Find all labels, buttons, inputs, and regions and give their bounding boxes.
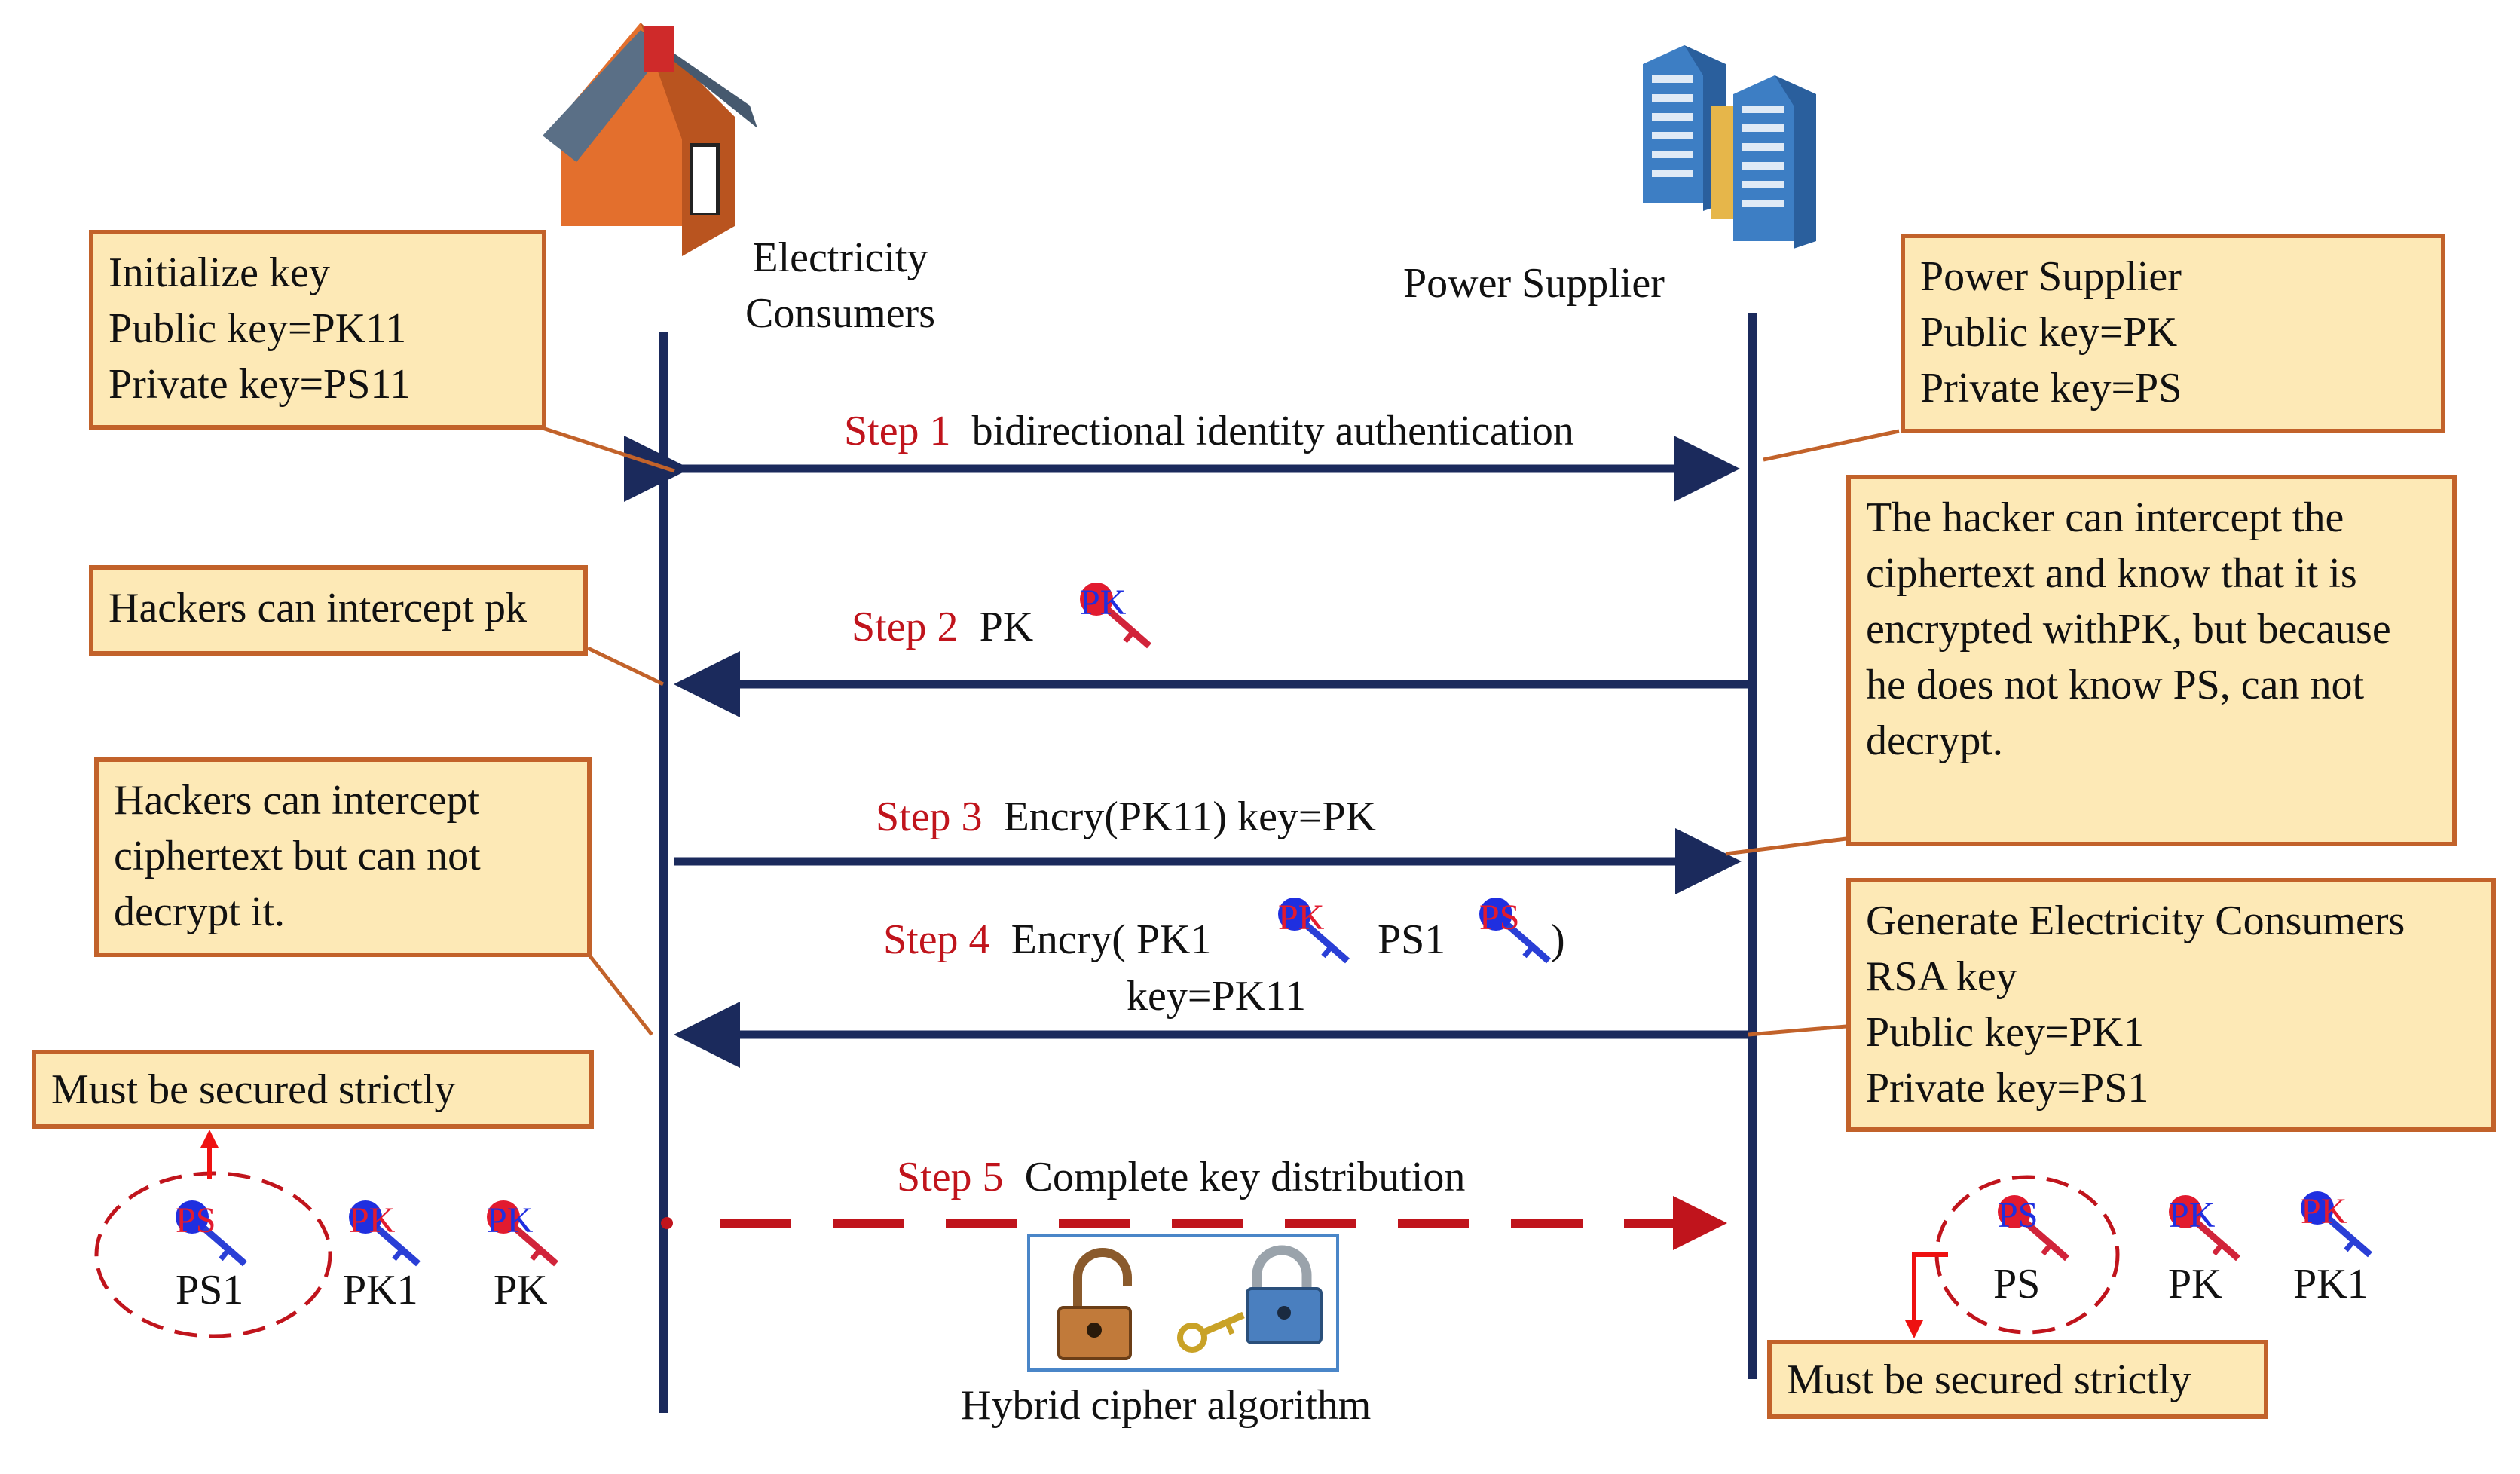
box-line: he does not know PS, can not [1866, 662, 2365, 708]
right-key-icon-2: PK [2169, 1195, 2240, 1261]
box-line: ciphertext and know that it is [1866, 550, 2357, 597]
hybrid-cipher-panel [1027, 1234, 1339, 1372]
hacker-cipher-right-box: The hacker can intercept the ciphertext … [1846, 475, 2457, 846]
box-line: Public key=PK11 [109, 305, 407, 352]
step2-pk-key-icon: PK [1080, 583, 1151, 649]
lock-closed-icon [1246, 1245, 1323, 1344]
supplier-keys-box: Power Supplier Public key=PK Private key… [1901, 234, 2445, 433]
box-line: Private key=PS [1920, 365, 2182, 411]
step4-text-b: PS1 [1378, 916, 1446, 963]
step4-text-a: Encry( PK1 [1011, 916, 1212, 963]
left-key-icon-2: PK [349, 1200, 421, 1267]
leader-lines [542, 426, 1900, 1037]
server-buildings-icon [1643, 45, 1816, 249]
step4-text-c: ) [1551, 916, 1565, 963]
lock-open-icon [1057, 1248, 1132, 1360]
box-line: decrypt it. [114, 888, 286, 935]
left-secured-ellipse [94, 1171, 332, 1338]
step1-text: bidirectional identity authentication [971, 408, 1574, 454]
consumer-label: Electricity Consumers [720, 230, 961, 341]
hacker-pk-box: Hackers can intercept pk [89, 565, 588, 656]
step2-number: Step 2 [852, 604, 959, 650]
key-glyph-text: PK [2169, 1195, 2216, 1235]
step2-label: Step 2 PK [852, 603, 1033, 651]
box-line: Must be secured strictly [51, 1066, 456, 1113]
box-line: Initialize key [109, 249, 330, 296]
left-key-icon-3: PK [487, 1200, 558, 1267]
right-secured-arrow [1905, 1252, 1948, 1338]
box-line: RSA key [1866, 953, 2017, 1000]
consumer-label-line2: Consumers [745, 290, 935, 337]
step4-label: Step 4 Encry( PK1 [883, 916, 1212, 964]
step4-pk1-key-icon: PK [1278, 898, 1350, 964]
box-line: The hacker can intercept the [1866, 494, 2344, 541]
box-line: encrypted withPK, but because [1866, 606, 2391, 653]
right-key-icon-3: PK [2301, 1191, 2372, 1258]
step5-number: Step 5 [897, 1154, 1004, 1200]
key-glyph-text: PK [1278, 898, 1325, 937]
box-line: Hackers can intercept [114, 777, 480, 824]
step3-number: Step 3 [876, 794, 983, 840]
hacker-cipher-left-box: Hackers can intercept ciphertext but can… [94, 757, 592, 957]
init-key-box: Initialize key Public key=PK11 Private k… [89, 230, 546, 430]
box-line: Private key=PS11 [109, 361, 411, 408]
right-key-icon-1: PS [1998, 1195, 2069, 1261]
box-line: Public key=PK1 [1866, 1009, 2145, 1056]
secured-left-box: Must be secured strictly [32, 1050, 594, 1129]
house-icon [543, 23, 757, 256]
step4-ps1-key-icon: PS [1479, 898, 1551, 964]
box-line: Hackers can intercept pk [109, 585, 528, 631]
step2-text: PK [979, 604, 1034, 650]
consumer-label-line1: Electricity [752, 234, 928, 281]
right-key-label-2: PK [2168, 1261, 2222, 1307]
key-glyph-text: PS [1998, 1195, 2038, 1235]
step1-number: Step 1 [844, 408, 951, 454]
generate-keys-box: Generate Electricity Consumers RSA key P… [1846, 878, 2496, 1132]
box-line: Power Supplier [1920, 253, 2182, 300]
left-key-label-1: PS1 [176, 1267, 244, 1313]
box-line: Public key=PK [1920, 309, 2178, 356]
key-glyph-text: PK [1080, 583, 1127, 622]
step5-start-dot [661, 1217, 673, 1229]
key-glyph-text: PK [349, 1200, 396, 1240]
step5-text: Complete key distribution [1024, 1154, 1466, 1200]
step3-text: Encry(PK11) key=PK [1003, 794, 1377, 840]
step4-text-line2: key=PK11 [1127, 973, 1306, 1020]
left-key-icon-1: PS [176, 1200, 247, 1267]
key-icon [1177, 1311, 1245, 1353]
supplier-label: Power Supplier [1403, 260, 1665, 307]
right-key-label-1: PS [1993, 1261, 2041, 1307]
left-key-label-3: PK [494, 1267, 548, 1313]
key-glyph-text: PS [1479, 898, 1519, 937]
box-line: Generate Electricity Consumers [1866, 898, 2405, 944]
right-key-label-3: PK1 [2293, 1261, 2369, 1307]
left-key-label-2: PK1 [343, 1267, 418, 1313]
box-line: ciphertext but can not [114, 833, 481, 879]
key-glyph-text: PK [487, 1200, 534, 1240]
step1-label: Step 1 bidirectional identity authentica… [844, 407, 1574, 455]
box-line: decrypt. [1866, 717, 2003, 764]
step5-label: Step 5 Complete key distribution [897, 1153, 1465, 1201]
secured-right-box: Must be secured strictly [1767, 1340, 2268, 1419]
box-line: Must be secured strictly [1787, 1356, 2191, 1403]
hybrid-caption: Hybrid cipher algorithm [961, 1382, 1372, 1429]
step3-label: Step 3 Encry(PK11) key=PK [876, 793, 1376, 841]
key-glyph-text: PS [176, 1200, 216, 1240]
box-line: Private key=PS1 [1866, 1065, 2149, 1112]
step4-number: Step 4 [883, 916, 990, 963]
key-glyph-text: PK [2301, 1191, 2347, 1231]
